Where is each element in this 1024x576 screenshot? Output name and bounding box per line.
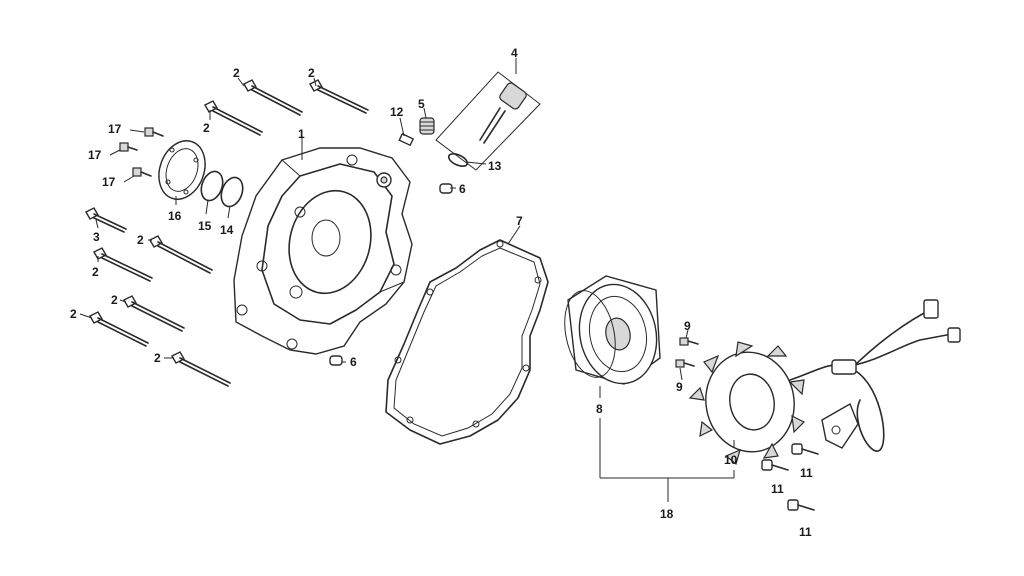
callout-8: 8 [596,402,603,416]
callout-2: 2 [154,351,161,365]
callout-3: 3 [93,230,100,244]
bolt-3 [85,207,127,233]
leader-lines [79,58,689,381]
bolt-2-left-d [89,311,149,347]
callout-17: 17 [88,148,102,162]
o-ring-14 [220,176,244,208]
callout-17: 17 [102,175,116,189]
screw-9-a [679,337,699,346]
callout-11: 11 [799,525,812,539]
pin-12 [398,132,415,147]
callout-15: 15 [198,219,212,233]
callout-5: 5 [418,97,425,111]
bolt-11-b [761,459,789,471]
bolt-2-top-left [243,79,303,116]
callout-16: 16 [168,209,182,223]
bolt-2-mid-top [204,100,263,136]
group-bracket-18 [599,386,735,502]
bolt-2-left-e [171,351,231,387]
callout-13: 13 [488,159,502,173]
callout-7: 7 [516,214,523,228]
callout-1: 1 [298,127,305,141]
bolt-2-left-b [93,247,153,282]
dowel-6-bottom [329,355,343,366]
dipstick-4 [435,71,541,171]
callout-6: 6 [350,355,357,369]
bolt-11-c [787,499,815,511]
flywheel-rotor-8 [564,275,661,385]
callout-labels: 2 2 2 1 12 5 4 13 6 17 17 17 16 15 14 3 … [70,46,813,539]
callout-12: 12 [390,105,404,119]
callout-2: 2 [137,233,144,247]
callout-9: 9 [676,380,683,394]
wiring-harness [789,299,961,452]
o-ring-13 [447,153,469,167]
callout-11: 11 [771,482,784,496]
callout-14: 14 [220,223,234,237]
callout-11: 11 [800,466,813,480]
bolt-17-a [144,127,164,137]
stator-10 [688,341,806,466]
screw-9-b [675,359,695,368]
callout-6: 6 [459,182,466,196]
callout-9: 9 [684,319,691,333]
bolt-2-left-a [149,235,213,274]
callout-2: 2 [203,121,210,135]
bolt-17-b [119,142,138,152]
cover-plate-16 [158,140,206,200]
crankcase-cover-1 [233,147,413,355]
bolt-11-a [791,443,819,455]
callout-2: 2 [308,66,315,80]
callout-2: 2 [92,265,99,279]
callout-2: 2 [111,293,118,307]
callout-10: 10 [724,453,738,467]
bolt-2-top-right [309,79,369,114]
callout-2: 2 [233,66,240,80]
callout-17: 17 [108,122,122,136]
callout-18: 18 [660,507,674,521]
o-ring-15 [200,170,224,202]
bolt-2-left-c [123,295,185,332]
gasket-7 [385,239,549,445]
callout-4: 4 [511,46,518,60]
callout-2: 2 [70,307,77,321]
spring-5 [419,117,435,135]
bolt-17-c [132,167,152,177]
